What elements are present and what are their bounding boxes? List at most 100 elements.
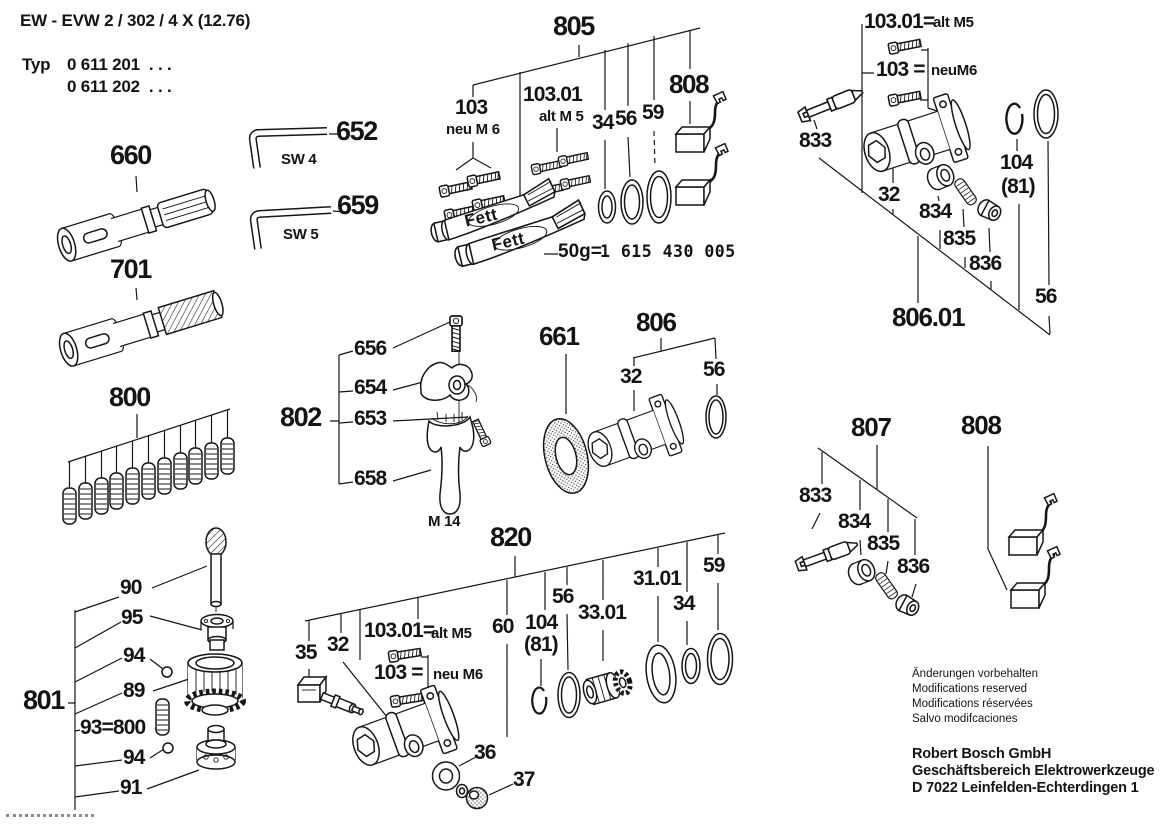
callout-820-34: 34 (673, 592, 695, 615)
oring-56-topright (1033, 89, 1059, 139)
thread-m14: M 14 (428, 513, 461, 530)
callout-820-60: 60 (492, 615, 514, 638)
callout-807-833: 833 (799, 484, 832, 507)
callout-801: 801 (23, 685, 65, 715)
callout-tr-103: 103 = (876, 58, 926, 81)
callout-807-834: 834 (838, 510, 871, 533)
callout-tr-32: 32 (878, 183, 900, 206)
fork-658 (426, 411, 475, 515)
callout-801-90: 90 (120, 576, 142, 599)
ring-34-820 (681, 647, 701, 685)
callout-807: 807 (851, 412, 892, 442)
callout-820-104: 104 (525, 611, 558, 634)
callout-805-34: 34 (592, 111, 614, 134)
leader-lines (67, 24, 1051, 810)
callout-tr-10301-sub: alt M5 (933, 14, 974, 31)
footer-note-fr: Modifications réservées (912, 698, 1033, 710)
callout-820: 820 (490, 522, 532, 552)
washer-36 (431, 761, 461, 791)
ring-56-top (620, 179, 644, 225)
callout-801-93: 93=800 (80, 716, 146, 739)
callout-800: 800 (109, 382, 151, 412)
callout-tr-103-sub: neuM6 (931, 62, 978, 79)
callout-tr-104: 104 (1000, 151, 1033, 174)
shaft-701 (58, 289, 224, 367)
callout-656: 656 (354, 337, 387, 360)
oring-56-806 (705, 395, 727, 439)
model-line: EW - EVW 2 / 302 / 4 X (12.76) (20, 11, 251, 30)
callout-805-10301: 103.01 (523, 83, 583, 106)
callout-808-top: 808 (669, 69, 710, 99)
callout-tr-56: 56 (1035, 285, 1057, 308)
spring-835-807 (873, 570, 900, 602)
callout-805-103: 103 (455, 96, 488, 119)
callout-801-91: 91 (120, 776, 142, 799)
callout-802: 802 (280, 402, 322, 432)
company-name: Robert Bosch GmbH (912, 746, 1052, 762)
bushing-834-807 (844, 556, 879, 588)
callout-820-103: 103 = (374, 661, 424, 684)
shaft-833-top (796, 84, 866, 125)
shaft-660 (56, 188, 216, 262)
footer-note-en: Modifications reserved (912, 683, 1028, 695)
callout-820-103-sub: neu M6 (433, 666, 483, 683)
callout-tr-104-sub: (81) (1001, 175, 1036, 198)
callout-820-35: 35 (295, 641, 317, 664)
footer-note-es: Salvo modifcaciones (912, 713, 1018, 725)
gear-shaft-90 (205, 527, 227, 617)
grease-qty: 50g= (558, 241, 602, 262)
callout-653: 653 (354, 407, 387, 430)
size-sw4: SW 4 (281, 151, 317, 168)
ring-34-top (597, 190, 617, 224)
callout-801-95: 95 (121, 606, 143, 629)
cap-37 (465, 786, 489, 810)
ring-59-820 (706, 632, 734, 686)
footer-note-de: Änderungen vorbehalten (912, 668, 1038, 680)
washer-3101 (645, 644, 677, 704)
cap-836-top (974, 196, 1005, 225)
hub-91 (196, 724, 236, 770)
callout-805-56: 56 (615, 107, 637, 130)
brush-set-top (675, 90, 730, 206)
callout-820-32: 32 (327, 633, 349, 656)
callout-820-59: 59 (703, 554, 725, 577)
washer-661 (542, 418, 590, 494)
sleeve-gear-89 (184, 653, 246, 716)
callout-tr-834: 834 (919, 200, 952, 223)
size-sw5: SW 5 (283, 226, 319, 243)
scan-artifact (6, 814, 94, 817)
ring-59-top (646, 170, 672, 224)
callout-806: 806 (636, 307, 677, 337)
typ-number-1: 0 611 201 . . . (67, 55, 172, 74)
callout-801-94a: 94 (123, 644, 145, 667)
spindle-sleeve-80601 (854, 90, 977, 189)
callout-659: 659 (337, 190, 379, 220)
callout-806-32: 32 (620, 365, 642, 388)
callout-820-56: 56 (552, 585, 574, 608)
typ-number-2: 0 611 202 . . . (67, 77, 172, 96)
callout-80601: 806.01 (892, 302, 966, 332)
callout-807-836: 836 (897, 555, 930, 578)
circlip-104-820 (531, 686, 548, 715)
rocker-654 (419, 361, 477, 403)
callout-806-56: 56 (703, 358, 725, 381)
callout-808-right: 808 (961, 410, 1002, 440)
callout-tr-833: 833 (799, 129, 832, 152)
screw-656 (449, 315, 463, 353)
callout-tr-10301: 103.01= (864, 10, 935, 33)
allen-key-659 (249, 206, 332, 250)
ring-56-820 (557, 671, 581, 719)
company-address: D 7022 Leinfelden-Echterdingen 1 (912, 780, 1139, 796)
screw-103-topright (887, 88, 923, 108)
pin-32-820 (319, 691, 364, 716)
brush-set-right (1008, 492, 1062, 609)
callout-tr-836: 836 (969, 252, 1002, 275)
callout-652: 652 (336, 116, 378, 146)
piston-3301 (582, 669, 633, 706)
callout-701: 701 (110, 254, 152, 284)
callout-820-37: 37 (513, 768, 535, 791)
callout-660: 660 (110, 140, 152, 170)
grease-part-number: 1 615 430 005 (600, 242, 736, 261)
